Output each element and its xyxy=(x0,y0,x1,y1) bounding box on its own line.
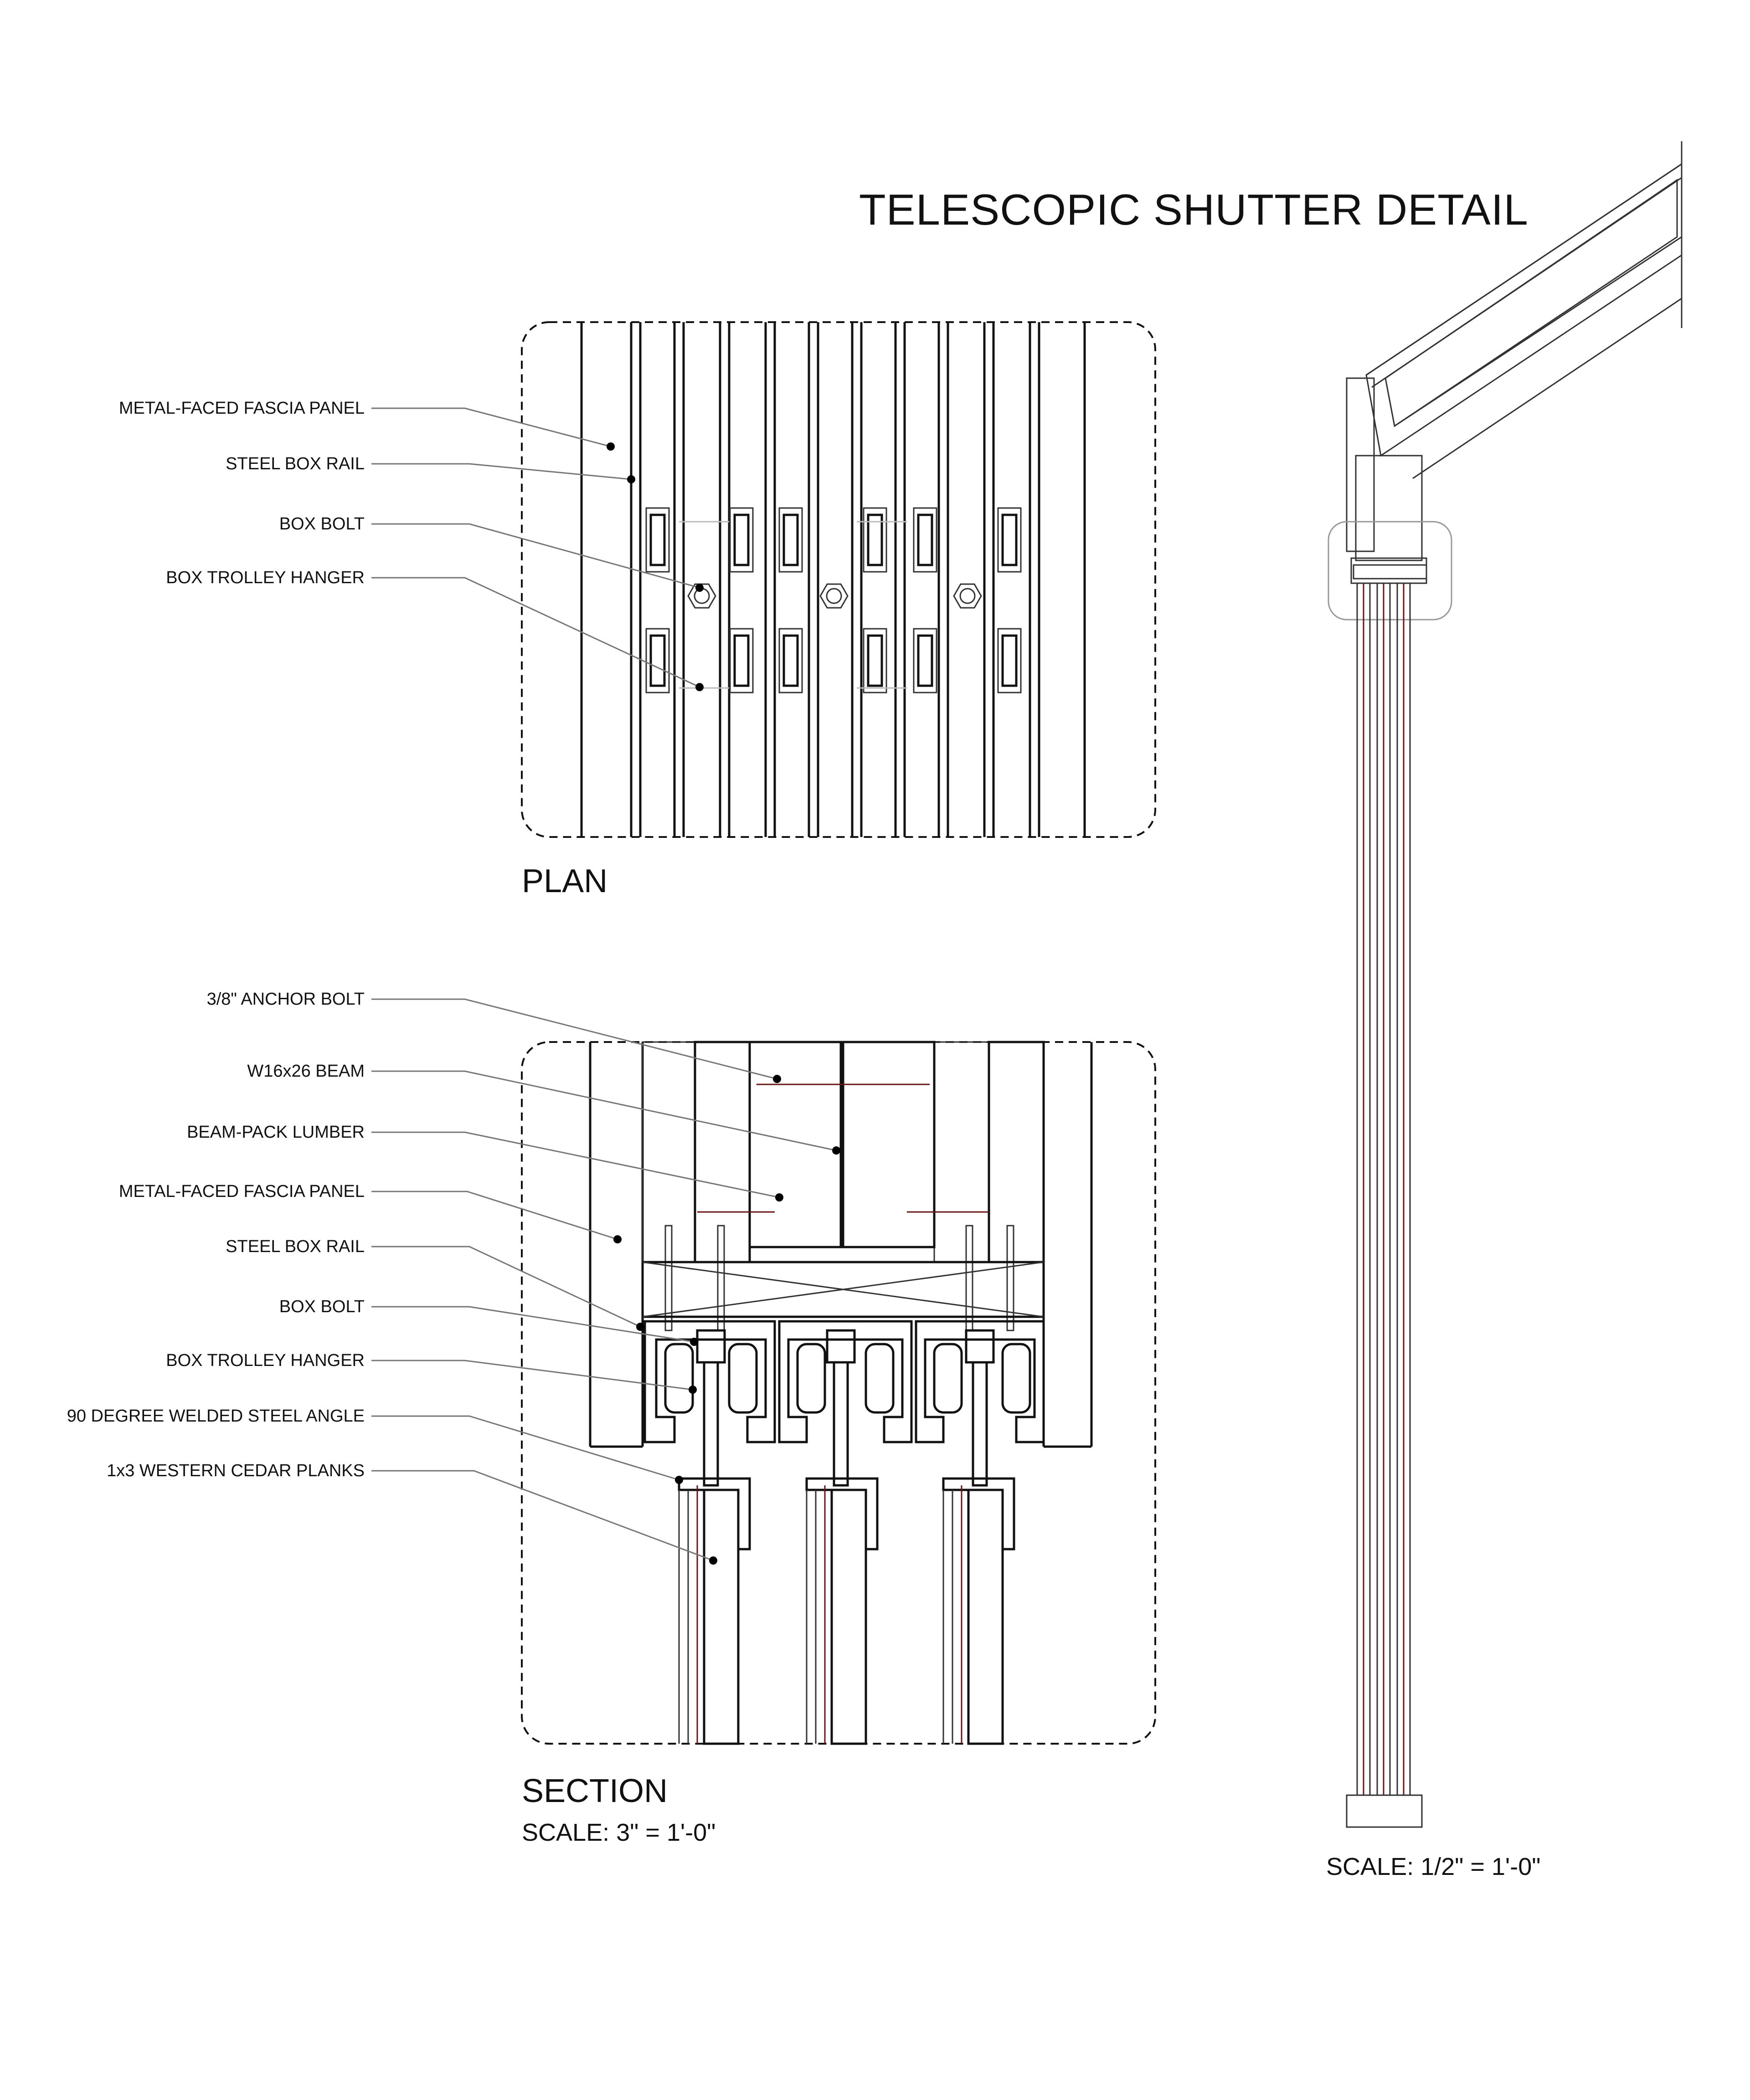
section-cedar-planks xyxy=(678,1477,1015,1745)
svg-text:W16x26 BEAM: W16x26 BEAM xyxy=(247,1062,365,1081)
plan-callout-steel-box-rail: STEEL BOX RAIL xyxy=(226,454,635,483)
section-box-rails xyxy=(643,1320,1045,1443)
plan-callout-fascia-panel: METAL-FACED FASCIA PANEL xyxy=(119,399,615,451)
plan-callout-box-bolt: BOX BOLT xyxy=(279,514,704,592)
plan-callout-box-trolley-hanger: BOX TROLLEY HANGER xyxy=(166,568,704,691)
plan-drawing xyxy=(580,322,1086,837)
svg-text:BOX TROLLEY HANGER: BOX TROLLEY HANGER xyxy=(166,568,365,587)
plan-callouts: METAL-FACED FASCIA PANEL STEEL BOX RAIL … xyxy=(119,399,704,691)
section-callout-box-bolt: BOX BOLT xyxy=(279,1297,698,1346)
sheet-title: TELESCOPIC SHUTTER DETAIL xyxy=(859,185,1529,234)
plan-label: PLAN xyxy=(522,863,607,899)
section-drawing xyxy=(589,1041,1093,1745)
elevation-scale: SCALE: 1/2" = 1'-0" xyxy=(1326,1853,1540,1880)
section-callout-w16x26-beam: W16x26 BEAM xyxy=(247,1062,840,1155)
plan-box-bolts xyxy=(687,583,982,609)
section-callout-steel-box-rail: STEEL BOX RAIL xyxy=(226,1237,644,1331)
section-label: SECTION xyxy=(522,1773,668,1809)
roof-assembly xyxy=(1365,141,1683,479)
section-callout-beam-pack-lumber: BEAM-PACK LUMBER xyxy=(187,1123,783,1201)
svg-text:90 DEGREE WELDED STEEL ANGLE: 90 DEGREE WELDED STEEL ANGLE xyxy=(67,1407,365,1426)
plan-view: PLAN METAL-FACED FASCIA PANEL STEEL BOX … xyxy=(119,321,1156,899)
base-track xyxy=(1346,1794,1423,1828)
section-view: SECTION SCALE: 3" = 1'-0" 3/8" ANCHOR BO… xyxy=(67,990,1156,1846)
elevation-view: SCALE: 1/2" = 1'-0" xyxy=(1326,141,1683,1880)
svg-text:STEEL BOX RAIL: STEEL BOX RAIL xyxy=(226,1237,365,1256)
svg-text:1x3 WESTERN CEDAR PLANKS: 1x3 WESTERN CEDAR PLANKS xyxy=(107,1461,365,1480)
svg-text:3/8" ANCHOR BOLT: 3/8" ANCHOR BOLT xyxy=(207,990,365,1009)
svg-text:BEAM-PACK LUMBER: BEAM-PACK LUMBER xyxy=(187,1123,365,1142)
svg-text:BOX TROLLEY HANGER: BOX TROLLEY HANGER xyxy=(166,1351,365,1370)
svg-text:METAL-FACED FASCIA PANEL: METAL-FACED FASCIA PANEL xyxy=(119,399,365,418)
svg-text:BOX BOLT: BOX BOLT xyxy=(279,514,365,534)
svg-text:STEEL BOX RAIL: STEEL BOX RAIL xyxy=(226,454,365,473)
shutter-panels xyxy=(1356,582,1411,1796)
svg-text:METAL-FACED FASCIA PANEL: METAL-FACED FASCIA PANEL xyxy=(119,1182,365,1201)
section-callout-box-trolley-hanger: BOX TROLLEY HANGER xyxy=(166,1351,697,1394)
section-callout-anchor-bolt: 3/8" ANCHOR BOLT xyxy=(207,990,781,1083)
section-callouts: 3/8" ANCHOR BOLT W16x26 BEAM BEAM-PACK L… xyxy=(67,990,840,1565)
svg-text:BOX BOLT: BOX BOLT xyxy=(279,1297,365,1316)
section-callout-fascia-panel: METAL-FACED FASCIA PANEL xyxy=(119,1182,622,1243)
section-callout-cedar-planks: 1x3 WESTERN CEDAR PLANKS xyxy=(107,1461,717,1565)
plan-frame xyxy=(521,321,1156,838)
section-callout-welded-steel-angle: 90 DEGREE WELDED STEEL ANGLE xyxy=(67,1407,683,1484)
section-scale: SCALE: 3" = 1'-0" xyxy=(522,1819,715,1846)
